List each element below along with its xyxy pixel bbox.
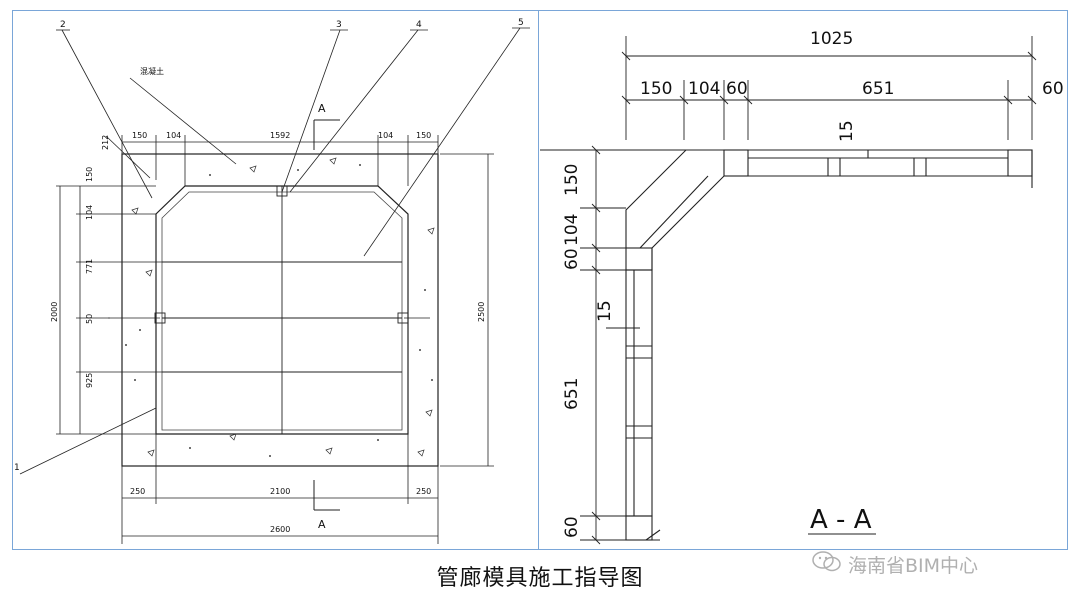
section-title: A - A — [810, 505, 872, 535]
view-divider — [538, 10, 539, 550]
dim-chamfer-line — [105, 135, 151, 179]
dim-top-chain-right — [621, 36, 1037, 140]
dim-bottom-250-right: 250 — [416, 487, 431, 496]
dim-left-150: 150 — [562, 164, 582, 196]
dim-left-chain-right — [540, 145, 686, 545]
dim-left-651: 651 — [562, 378, 582, 410]
bolt-top — [276, 185, 288, 197]
callout-1: 1 — [14, 463, 20, 473]
dim-left-chain — [56, 185, 162, 435]
dim-right-chain — [440, 153, 494, 467]
dim-top-104-right: 104 — [378, 131, 393, 140]
watermark-text: 海南省BIM中心 — [848, 555, 979, 577]
dim-top-1592: 1592 — [270, 131, 290, 140]
wechat-icon — [812, 550, 842, 579]
dim-left-104: 104 — [85, 205, 94, 220]
left-section-view — [19, 27, 530, 544]
dim-right-2500: 2500 — [477, 302, 486, 322]
dim-bottom-chain — [121, 434, 439, 544]
callout-4: 4 — [416, 20, 422, 30]
drawing-frame — [12, 10, 1068, 550]
dim-1025: 1025 — [810, 29, 853, 49]
concrete-dots — [125, 164, 433, 457]
dim-left-50: 50 — [85, 314, 94, 324]
dim-top-150: 150 — [640, 79, 672, 99]
dim-top-60: 60 — [726, 79, 748, 99]
dim-top-104-left: 104 — [166, 131, 181, 140]
dim-left-60: 60 — [562, 248, 582, 270]
mould-panel — [625, 149, 1033, 541]
dim-left-15: 15 — [595, 300, 615, 322]
figure-caption: 管廊模具施工指导图 — [436, 566, 644, 591]
leader-lines — [19, 27, 530, 475]
callout-3: 3 — [336, 20, 342, 30]
dim-top-150-right: 150 — [416, 131, 431, 140]
dim-left-60-bottom: 60 — [562, 516, 582, 538]
dim-bottom-2600: 2600 — [270, 525, 290, 534]
dim-top-651: 651 — [862, 79, 894, 99]
drawing-canvas: 2 3 4 5 1 混凝土 A A 150 104 1592 104 150 2… — [14, 18, 1064, 545]
dim-bottom-2100: 2100 — [270, 487, 290, 496]
dim-15-top: 15 — [837, 120, 857, 142]
formwork-skin — [161, 191, 403, 431]
dim-top-150-left: 150 — [132, 131, 147, 140]
dim-left-104: 104 — [562, 214, 582, 246]
watermark: 海南省BIM中心 — [812, 550, 978, 580]
dim-top-60-right: 60 — [1042, 79, 1064, 99]
section-mark-bottom: A — [318, 518, 326, 531]
callout-2: 2 — [60, 20, 66, 30]
concrete-label: 混凝土 — [140, 66, 164, 76]
concrete-outer-outline — [121, 153, 439, 467]
section-mark-top: A — [318, 102, 326, 115]
concrete-hatch — [131, 157, 435, 457]
dim-left-925: 925 — [85, 373, 94, 388]
dim-left-2000: 2000 — [50, 302, 59, 322]
dim-left-150: 150 — [85, 167, 94, 182]
dim-top-104: 104 — [688, 79, 720, 99]
dim-top-chain — [121, 135, 439, 186]
dim-chamfer-212: 212 — [101, 135, 110, 150]
callout-5: 5 — [518, 18, 524, 28]
dim-bottom-250-left: 250 — [130, 487, 145, 496]
dim-left-771: 771 — [85, 259, 94, 274]
right-section-view — [540, 36, 1037, 545]
